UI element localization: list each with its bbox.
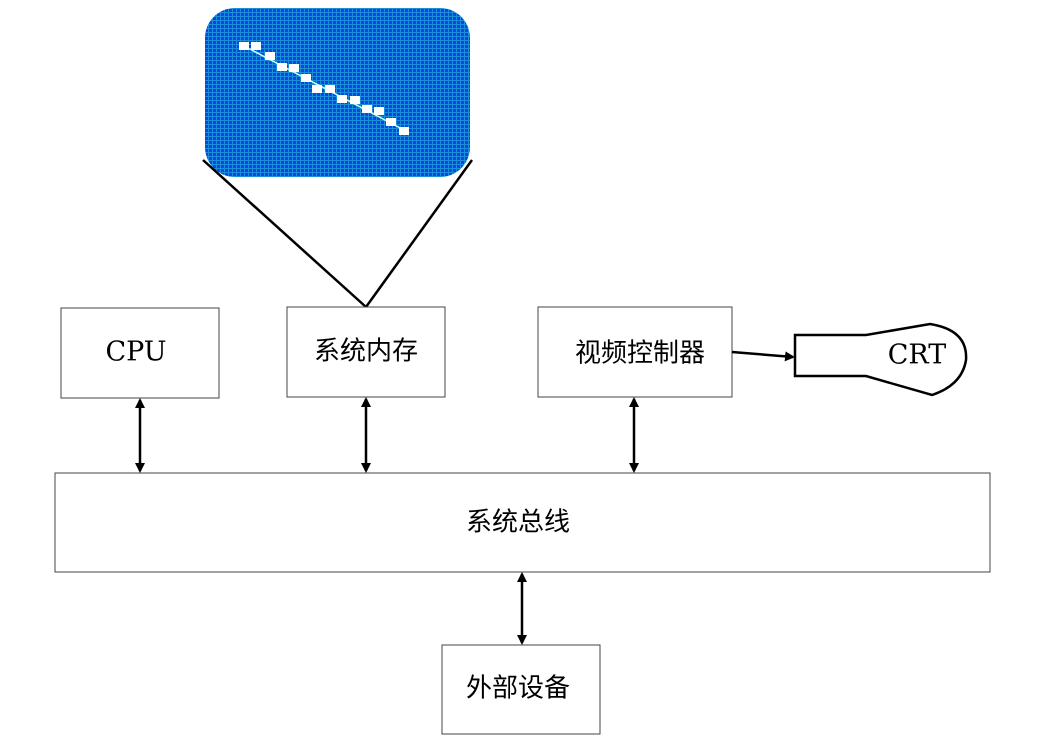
memory-cell <box>239 42 249 50</box>
cpu-label: CPU <box>105 337 166 368</box>
video-crt-arrow <box>731 350 795 362</box>
memory-cell <box>337 95 347 103</box>
memory-cell <box>251 42 261 50</box>
external-devices-label: 外部设备 <box>466 674 570 704</box>
crt-node: CRT <box>793 322 968 397</box>
memory-cell <box>277 63 287 71</box>
system-bus-label: 系统总线 <box>466 508 570 538</box>
system-bus-node: 系统总线 <box>54 472 991 573</box>
memory-cell <box>312 85 322 93</box>
memory-cell <box>325 85 335 93</box>
video-controller-node: 视频控制器 <box>537 306 733 398</box>
memory-cell <box>374 107 384 115</box>
memory-cell <box>301 74 311 82</box>
crt-label: CRT <box>888 340 947 371</box>
memory-cell <box>265 52 275 60</box>
memory-cell <box>362 105 372 113</box>
memory-cell <box>289 64 299 72</box>
memory-label: 系统内存 <box>314 337 418 367</box>
cpu-node: CPU <box>60 307 220 399</box>
video-controller-label: 视频控制器 <box>575 339 705 369</box>
memory-cell <box>386 118 396 126</box>
external-devices-node: 外部设备 <box>441 644 601 735</box>
memory-cells <box>239 42 409 135</box>
memory-cell <box>399 127 409 135</box>
zoom-line-left <box>202 159 367 308</box>
memory-node: 系统内存 <box>286 306 446 398</box>
memory-zoom-screen <box>205 8 470 177</box>
zoom-line-right <box>364 159 474 308</box>
memory-cell <box>350 96 360 104</box>
